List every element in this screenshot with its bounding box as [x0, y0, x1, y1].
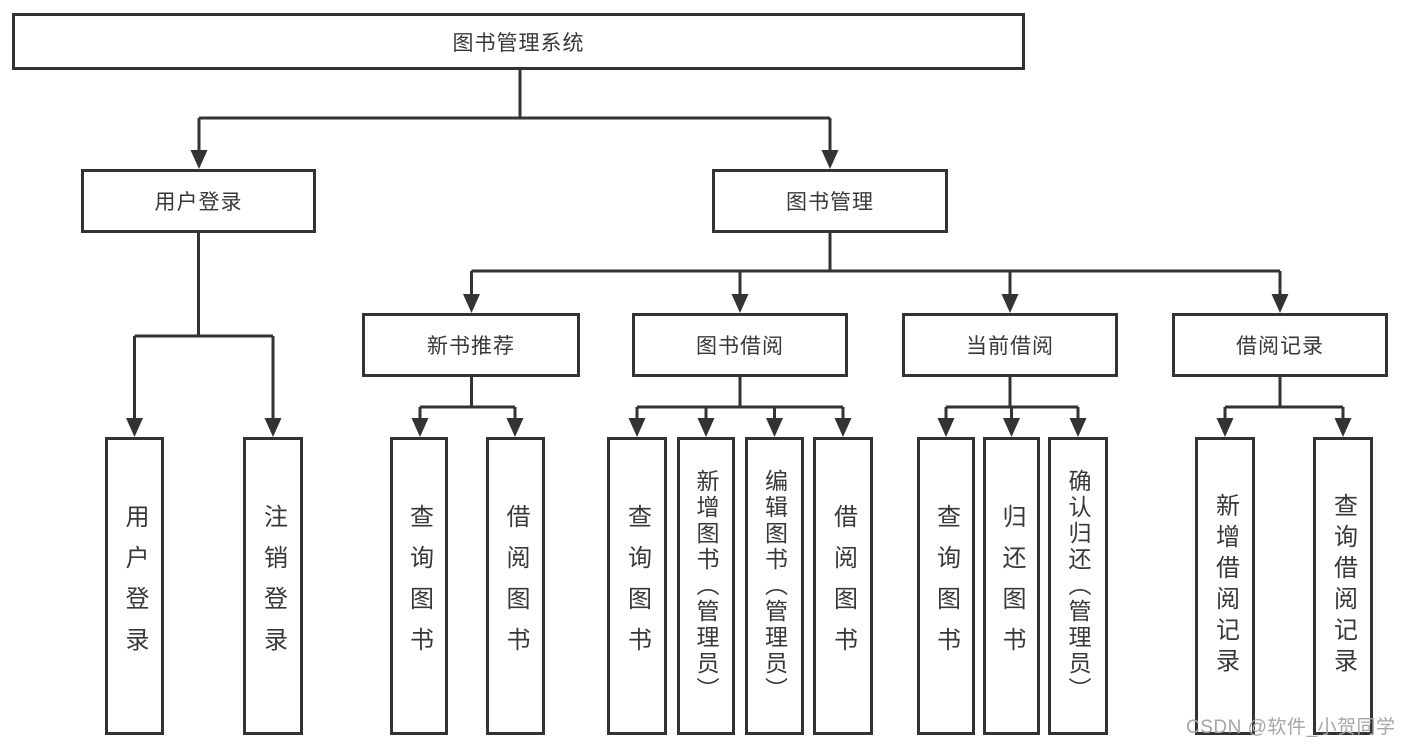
node-root: 图书管理系统 — [12, 13, 1025, 70]
leaf-bw-edit: 编辑图书（管理员） — [745, 437, 804, 735]
node-user-login-label: 用户登录 — [154, 191, 243, 214]
leaf-re-add-label: 新增借阅记录 — [1211, 493, 1239, 679]
arrow-current-borrow — [1001, 294, 1019, 313]
node-book-borrow: 图书借阅 — [632, 313, 848, 377]
arrow-cu-return — [1003, 418, 1020, 437]
arrow-nb-borrow — [506, 418, 524, 437]
leaf-bw-add: 新增图书（管理员） — [677, 437, 735, 735]
node-user-login: 用户登录 — [81, 169, 316, 233]
node-current-borrow-label: 当前借阅 — [966, 335, 1054, 358]
leaf-logout: 注销登录 — [243, 437, 303, 735]
arrow-leaf-login — [126, 418, 143, 437]
leaf-re-query: 查询借阅记录 — [1313, 437, 1373, 735]
arrow-bw-add — [697, 418, 715, 437]
leaf-user-login: 用户登录 — [105, 437, 164, 735]
node-book-borrow-label: 图书借阅 — [696, 335, 784, 358]
node-new-book-label: 新书推荐 — [427, 335, 515, 358]
leaf-logout-label: 注销登录 — [259, 504, 287, 668]
arrow-re-query — [1334, 418, 1352, 437]
leaf-cu-query-label: 查询图书 — [932, 504, 960, 668]
arrow-borrow-records — [1271, 294, 1289, 313]
leaf-nb-borrow-label: 借阅图书 — [502, 504, 529, 668]
arrow-cu-query — [937, 418, 955, 437]
node-current-borrow: 当前借阅 — [902, 313, 1118, 377]
arrow-user-login — [190, 150, 208, 169]
leaf-nb-query: 查询图书 — [390, 437, 448, 735]
node-book-mgmt: 图书管理 — [712, 169, 948, 233]
node-root-label: 图书管理系统 — [452, 31, 585, 55]
leaf-nb-borrow: 借阅图书 — [486, 437, 545, 735]
leaf-user-login-label: 用户登录 — [121, 504, 148, 668]
arrow-bw-query — [628, 418, 646, 437]
leaf-cu-return-label: 归还图书 — [998, 504, 1025, 668]
leaf-bw-borrow-label: 借阅图书 — [829, 504, 857, 668]
node-new-book: 新书推荐 — [362, 313, 580, 377]
leaf-re-add: 新增借阅记录 — [1195, 437, 1255, 735]
arrow-nb-query — [411, 418, 429, 437]
leaf-cu-return: 归还图书 — [983, 437, 1040, 735]
leaf-bw-add-label: 新增图书（管理员） — [693, 469, 719, 703]
leaf-cu-confirm: 确认归还（管理员） — [1048, 437, 1108, 735]
leaf-bw-borrow: 借阅图书 — [813, 437, 873, 735]
leaf-bw-query: 查询图书 — [607, 437, 667, 735]
node-book-mgmt-label: 图书管理 — [786, 191, 874, 214]
arrow-new-book — [463, 294, 480, 313]
arrow-bw-borrow — [834, 418, 852, 437]
arrow-cu-confirm — [1069, 418, 1087, 437]
leaf-nb-query-label: 查询图书 — [405, 504, 433, 668]
node-borrow-records-label: 借阅记录 — [1236, 335, 1324, 358]
arrow-book-borrow — [731, 294, 749, 313]
arrow-leaf-logout — [264, 418, 282, 437]
arrow-bw-edit — [766, 418, 783, 437]
arrowheads — [126, 150, 1352, 437]
csdn-watermark: CSDN @软件_小贺同学 — [1186, 717, 1396, 738]
leaf-cu-query: 查询图书 — [917, 437, 975, 735]
leaf-cu-confirm-label: 确认归还（管理员） — [1065, 469, 1091, 703]
leaf-re-query-label: 查询借阅记录 — [1329, 493, 1357, 679]
arrow-book-mgmt — [821, 150, 839, 169]
arrow-re-add — [1216, 418, 1234, 437]
node-borrow-records: 借阅记录 — [1172, 313, 1388, 377]
leaf-bw-query-label: 查询图书 — [623, 504, 651, 668]
leaf-bw-edit-label: 编辑图书（管理员） — [761, 469, 788, 703]
